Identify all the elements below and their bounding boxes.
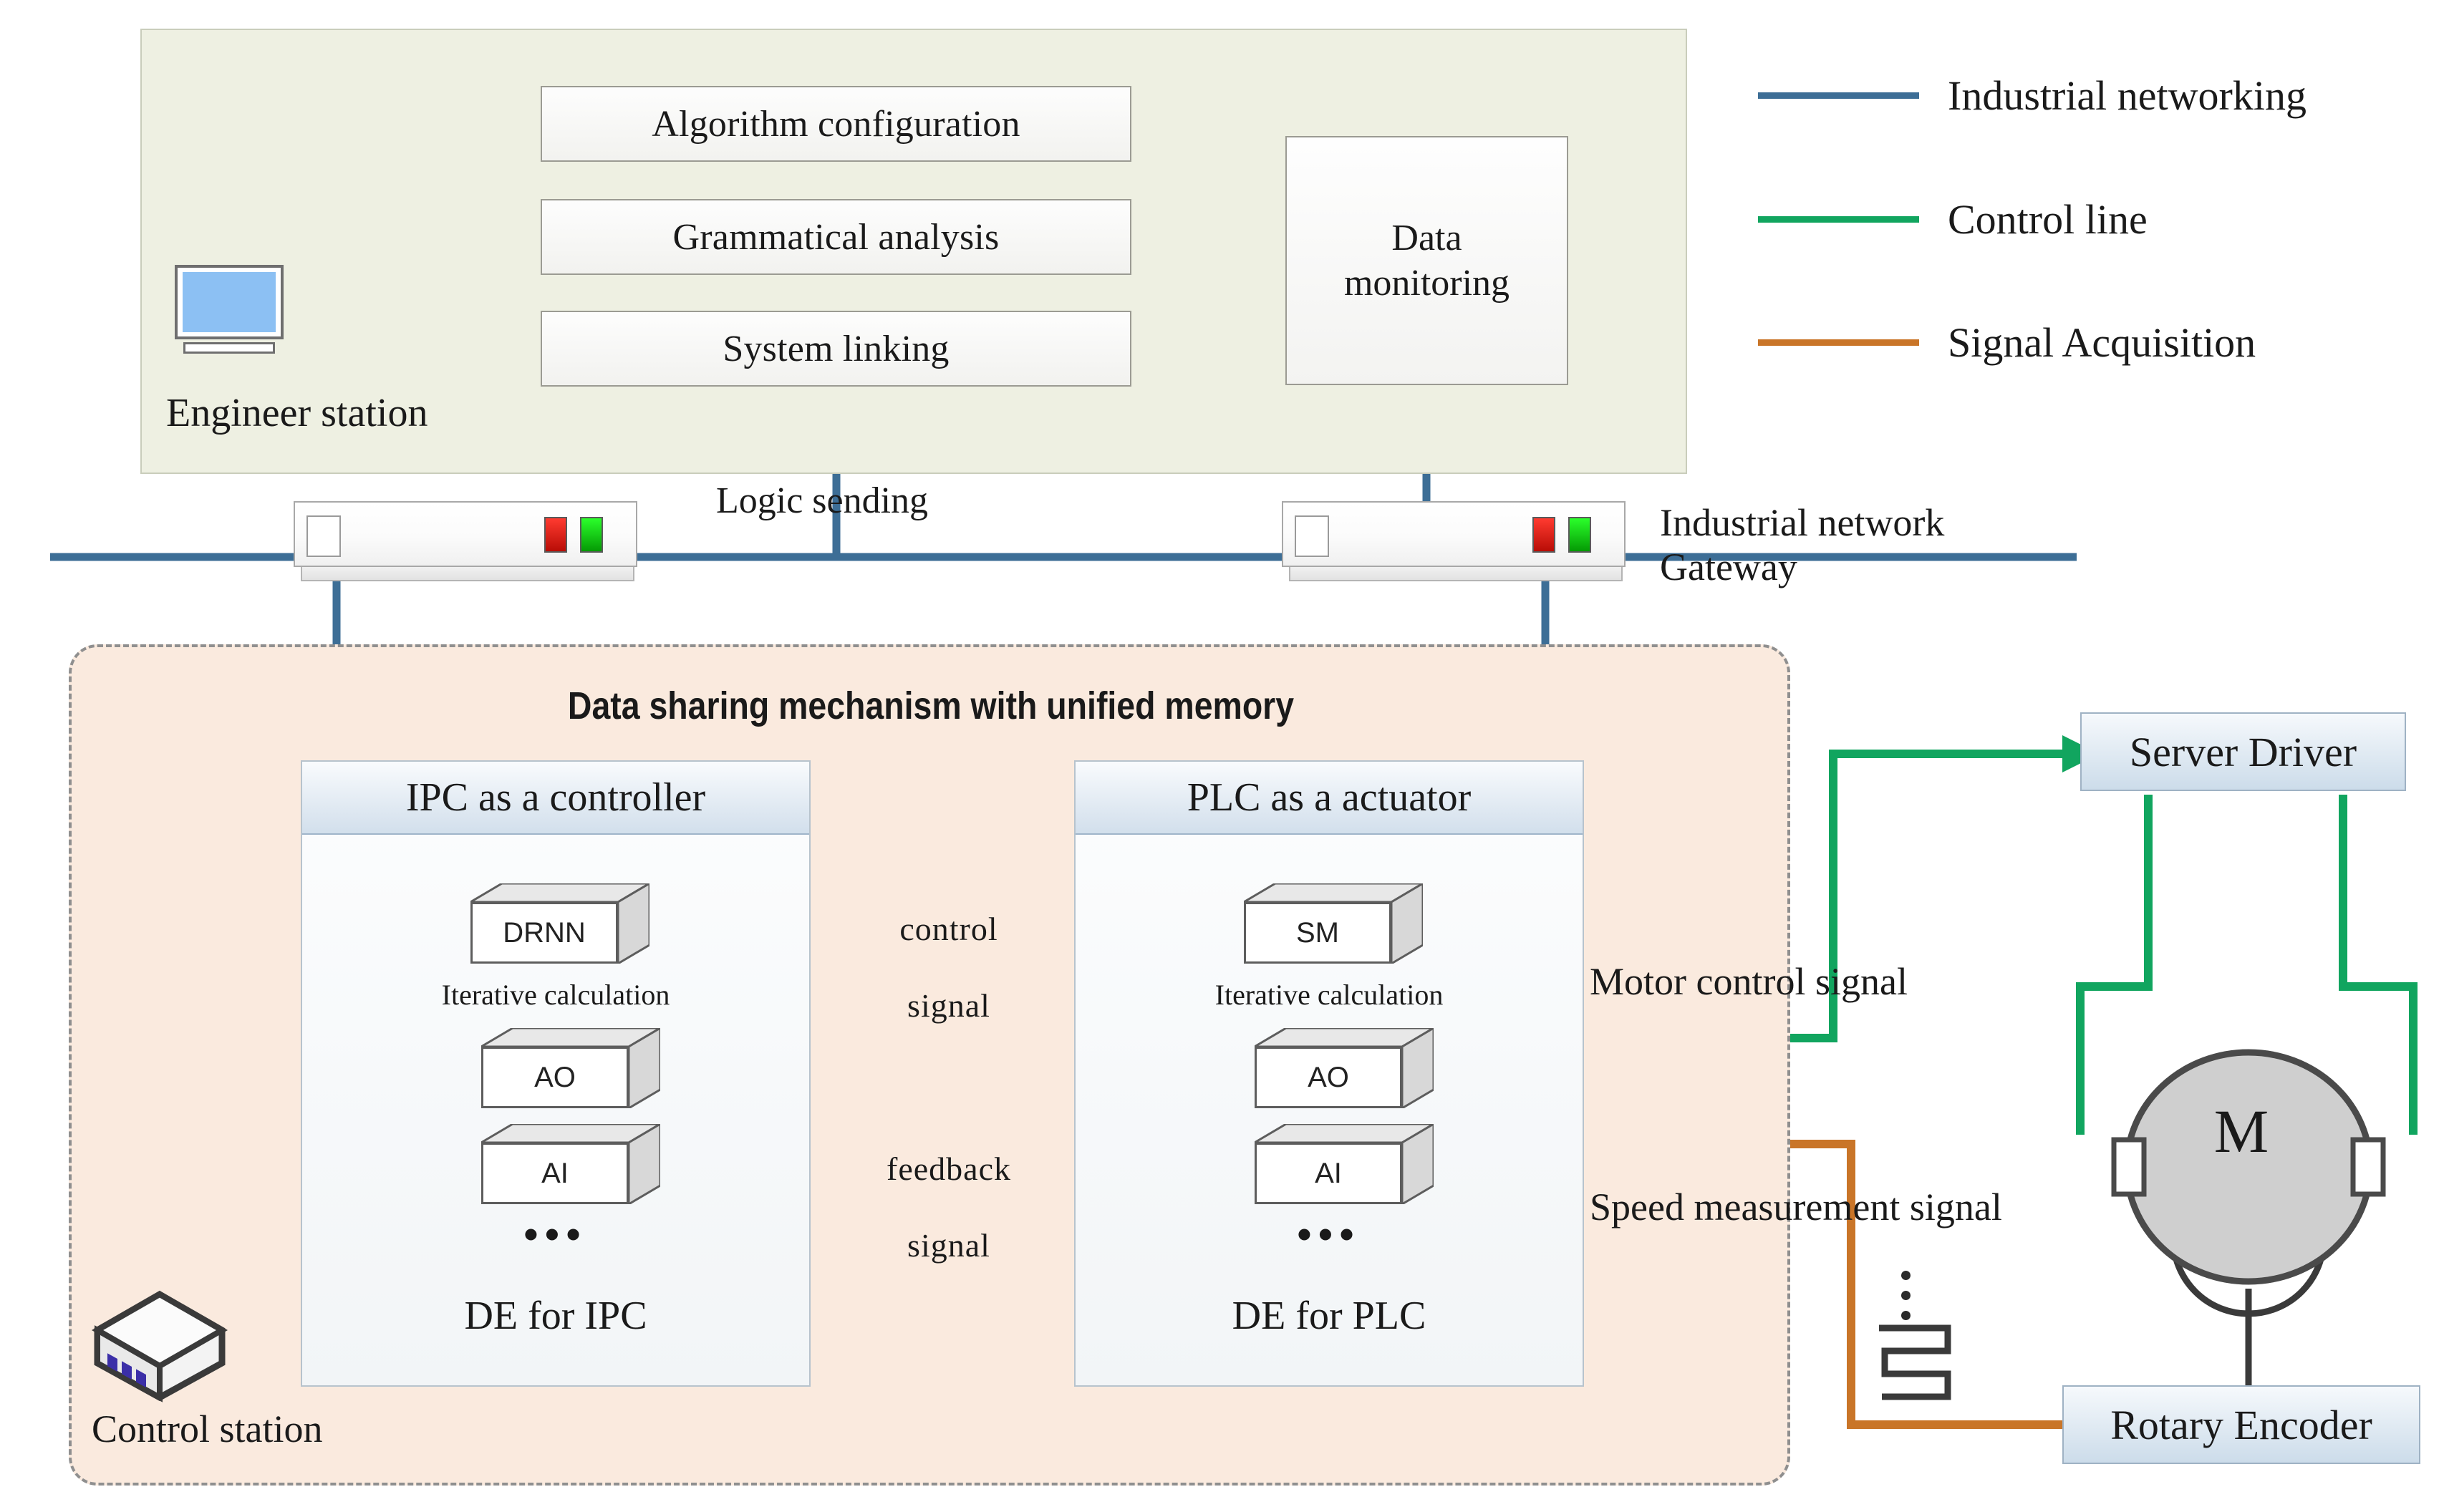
cube-label: SM bbox=[1244, 902, 1391, 964]
feedback-signal-label: feedback signal bbox=[827, 1150, 1071, 1264]
cube-label: AI bbox=[481, 1143, 629, 1204]
unit-ipc-body: DRNN Iterative calculation AO AI ••• DE … bbox=[302, 835, 809, 1388]
unit-ipc-footer: DE for IPC bbox=[464, 1294, 647, 1338]
unit-plc-title: PLC as a actuator bbox=[1076, 762, 1583, 835]
process-label: System linking bbox=[723, 328, 950, 369]
data-monitoring-box[interactable]: Data monitoring bbox=[1285, 136, 1568, 385]
server-driver-block[interactable]: Server Driver bbox=[2080, 712, 2406, 791]
data-monitoring-label-line2: monitoring bbox=[1343, 263, 1510, 304]
monitor-icon bbox=[175, 265, 284, 358]
cube-ai: AI bbox=[1250, 1122, 1438, 1206]
gateway-label-line2: Gateway bbox=[1660, 545, 1797, 588]
legend-item-signal-acquisition: Signal Acquisition bbox=[1758, 319, 2256, 367]
control-signal-bottom: signal bbox=[907, 987, 990, 1024]
data-sharing-mechanism-label: Data sharing mechanism with unified memo… bbox=[567, 684, 1295, 727]
unit-ipc-title: IPC as a controller bbox=[302, 762, 809, 835]
cube-label: AI bbox=[1255, 1143, 1402, 1204]
cube-sm: SM bbox=[1240, 881, 1427, 966]
control-signal-label: control signal bbox=[827, 911, 1071, 1024]
monitor-base bbox=[183, 342, 275, 354]
unit-plc[interactable]: PLC as a actuator SM Iterative calculati… bbox=[1074, 760, 1584, 1387]
legend-swatch-line bbox=[1758, 339, 1919, 346]
legend-item-industrial-networking: Industrial networking bbox=[1758, 72, 2307, 120]
motor-symbol-label: M bbox=[2213, 1097, 2269, 1166]
data-monitoring-label-line1: Data bbox=[1391, 217, 1462, 258]
gateway-body bbox=[294, 501, 637, 567]
led-green-icon bbox=[1568, 517, 1591, 553]
legend-swatch-line bbox=[1758, 92, 1919, 99]
monitor-frame bbox=[175, 265, 284, 339]
control-station-label: Control station bbox=[92, 1407, 323, 1450]
legend-label: Industrial networking bbox=[1948, 72, 2307, 119]
cube-drnn: DRNN bbox=[466, 881, 654, 966]
legend-swatch-line bbox=[1758, 216, 1919, 223]
feedback-signal-top: feedback bbox=[887, 1150, 1011, 1187]
speed-measurement-signal-label: Speed measurement signal bbox=[1590, 1186, 2002, 1228]
feedback-signal-bottom: signal bbox=[907, 1226, 990, 1264]
cube-label: AO bbox=[1255, 1047, 1402, 1108]
cube-ao: AO bbox=[1250, 1026, 1438, 1110]
process-label: Algorithm configuration bbox=[652, 103, 1020, 145]
iterative-calculation-label: Iterative calculation bbox=[1214, 979, 1444, 1011]
cube-label: AO bbox=[481, 1047, 629, 1108]
legend-item-control-line: Control line bbox=[1758, 195, 2148, 243]
logic-sending-label: Logic sending bbox=[716, 480, 929, 521]
rotary-encoder-block[interactable]: Rotary Encoder bbox=[2062, 1385, 2420, 1464]
process-label: Grammatical analysis bbox=[672, 216, 1000, 258]
gateway-slot bbox=[306, 515, 341, 557]
serpentine-stack-icon bbox=[1876, 1321, 1962, 1407]
control-signal-top: control bbox=[899, 911, 998, 947]
iterative-calculation-label: Iterative calculation bbox=[441, 979, 670, 1011]
control-station-icon bbox=[91, 1289, 228, 1403]
process-box-system-linking[interactable]: System linking bbox=[541, 311, 1131, 387]
engineer-station-label: Engineer station bbox=[166, 391, 428, 435]
cube-label: DRNN bbox=[470, 902, 618, 964]
led-green-icon bbox=[580, 517, 603, 553]
unit-plc-body: SM Iterative calculation AO AI ••• DE fo… bbox=[1076, 835, 1583, 1388]
legend-label: Control line bbox=[1948, 196, 2148, 243]
process-box-algorithm-configuration[interactable]: Algorithm configuration bbox=[541, 86, 1131, 162]
industrial-gateway-right[interactable] bbox=[1282, 501, 1626, 581]
gateway-label-line1: Industrial network bbox=[1660, 501, 1945, 544]
vertical-ellipsis-icon bbox=[1901, 1271, 1916, 1321]
motor-control-signal-label: Motor control signal bbox=[1590, 960, 1908, 1003]
unit-ipc[interactable]: IPC as a controller DRNN Iterative calcu… bbox=[301, 760, 811, 1387]
cube-ai: AI bbox=[477, 1122, 665, 1206]
cube-ellipsis: ••• bbox=[1297, 1211, 1361, 1256]
gateway-body bbox=[1282, 501, 1626, 567]
industrial-gateway-left[interactable] bbox=[294, 501, 637, 581]
unit-plc-footer: DE for PLC bbox=[1232, 1294, 1426, 1338]
gateway-slot bbox=[1295, 515, 1329, 557]
cube-ellipsis: ••• bbox=[523, 1211, 588, 1256]
process-box-grammatical-analysis[interactable]: Grammatical analysis bbox=[541, 199, 1131, 275]
monitor-screen bbox=[183, 272, 276, 332]
led-red-icon bbox=[1532, 517, 1555, 553]
industrial-network-gateway-label: Industrial network Gateway bbox=[1660, 501, 1944, 589]
legend-label: Signal Acquisition bbox=[1948, 319, 2256, 366]
cube-ao: AO bbox=[477, 1026, 665, 1110]
led-red-icon bbox=[544, 517, 567, 553]
